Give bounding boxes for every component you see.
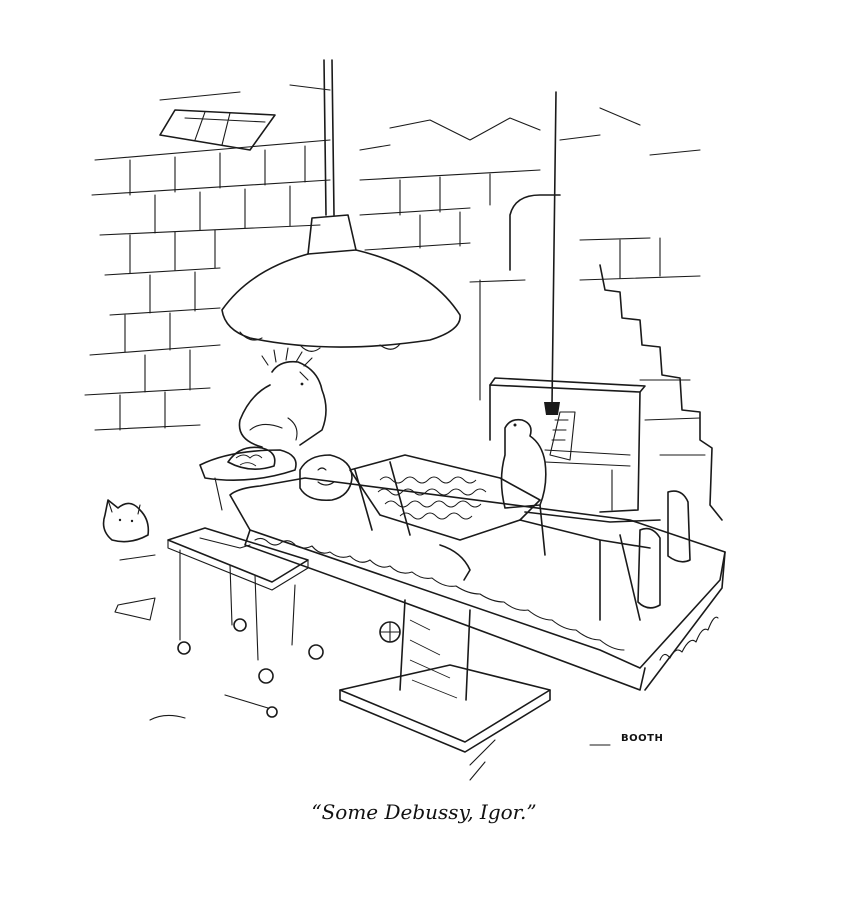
brick-wall [84, 84, 723, 521]
hanging-lamp [221, 59, 461, 352]
operating-table [229, 477, 726, 691]
cat-figure [102, 499, 150, 543]
upright-piano [489, 377, 646, 513]
brain-tray [199, 446, 297, 511]
cartoon-caption: “Some Debussy, Igor.” [311, 800, 537, 824]
igor-pianist [500, 418, 547, 509]
floor-debris [149, 694, 611, 746]
doctor-figure [238, 347, 327, 448]
patient [299, 454, 691, 621]
artist-signature: BOOTH [621, 733, 664, 744]
instrument-cart [114, 527, 324, 684]
table-pedestal [339, 599, 551, 781]
hanging-cord [544, 91, 560, 415]
